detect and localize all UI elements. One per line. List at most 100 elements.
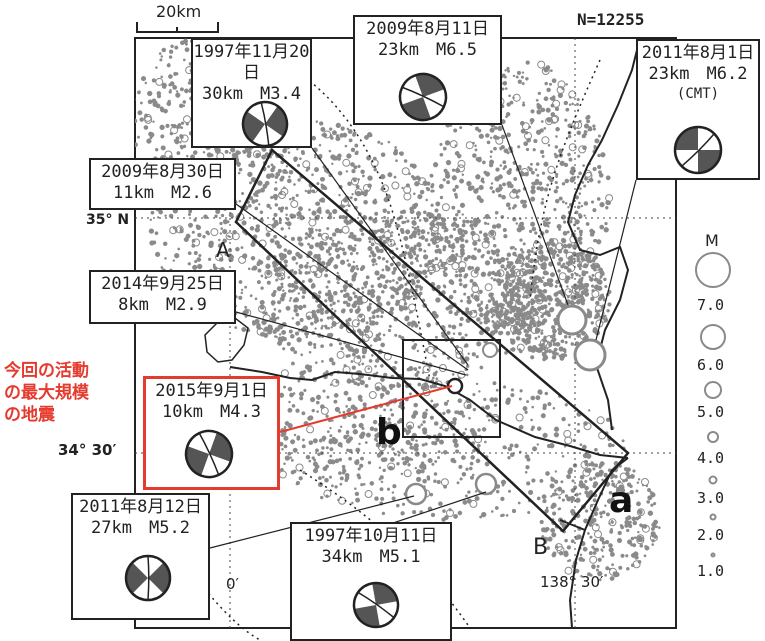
epicenter-dot xyxy=(500,264,505,269)
epicenter-dot xyxy=(504,289,508,292)
epicenter-dot xyxy=(191,230,195,234)
epicenter-dot xyxy=(331,378,340,387)
epicenter-dot xyxy=(460,299,463,303)
epicenter-dot xyxy=(337,429,342,433)
epicenter-dot xyxy=(551,354,557,360)
epicenter-dot xyxy=(452,433,456,437)
epicenter-dot xyxy=(337,441,343,448)
epicenter-dot xyxy=(325,236,329,239)
epicenter-dot xyxy=(564,118,568,122)
epicenter-dot xyxy=(586,467,592,474)
epicenter-dot xyxy=(291,317,295,320)
epicenter-dot xyxy=(275,171,281,177)
epicenter-dot xyxy=(309,396,316,403)
epicenter-dot xyxy=(458,273,463,278)
epicenter-dot xyxy=(400,511,405,516)
epicenter-dot xyxy=(321,232,330,241)
epicenter-dot xyxy=(286,341,291,347)
epicenter-dot xyxy=(339,425,343,429)
epicenter-dot xyxy=(226,220,230,224)
epicenter-dot xyxy=(404,316,410,322)
epicenter-dot xyxy=(238,199,242,203)
epicenter-dot xyxy=(582,453,588,459)
epicenter-dot xyxy=(502,385,507,389)
epicenter-dot xyxy=(371,263,375,267)
epicenter-dot xyxy=(597,134,601,138)
epicenter-dot xyxy=(592,258,596,262)
epicenter-dot xyxy=(519,327,523,331)
epicenter-dot xyxy=(555,242,564,251)
epicenter-dot xyxy=(470,266,475,270)
epicenter-dot xyxy=(565,107,570,112)
epicenter-dot xyxy=(356,473,361,478)
epicenter-dot xyxy=(417,194,423,200)
epicenter-dot xyxy=(137,110,143,116)
epicenter-dot xyxy=(258,326,262,330)
epicenter-dot xyxy=(549,483,555,489)
epicenter-dot xyxy=(563,248,569,254)
epicenter-dot xyxy=(562,262,566,266)
epicenter-dot xyxy=(354,143,359,148)
epicenter-dot xyxy=(443,450,448,455)
epicenter-dot xyxy=(357,164,361,169)
epicenter-dot xyxy=(573,257,576,261)
epicenter-dot xyxy=(285,165,289,168)
epicenter-dot xyxy=(419,463,424,468)
epicenter-dot xyxy=(254,190,260,195)
epicenter-dot xyxy=(558,550,564,556)
epicenter-dot xyxy=(315,228,318,232)
epicenter-dot xyxy=(395,281,399,285)
epicenter-dot xyxy=(347,263,352,267)
epicenter-dot xyxy=(429,173,434,178)
epicenter-dot xyxy=(410,437,415,442)
epicenter-dot xyxy=(553,189,558,194)
epicenter-dot xyxy=(474,270,478,274)
coastline xyxy=(229,366,629,628)
epicenter-dot xyxy=(148,131,154,137)
epicenter-dot xyxy=(301,444,306,449)
epicenter-dot xyxy=(413,443,419,449)
epicenter-dot xyxy=(453,192,458,197)
epicenter-dot xyxy=(442,247,446,252)
epicenter-dot xyxy=(509,190,518,199)
epicenter-dot xyxy=(377,140,381,144)
epicenter-dot xyxy=(422,453,427,458)
epicenter-dot xyxy=(598,469,604,475)
epicenter-dot xyxy=(313,272,318,277)
epicenter-dot xyxy=(637,530,640,534)
epicenter-dot xyxy=(635,489,639,493)
epicenter-dot xyxy=(594,447,598,452)
epicenter-dot xyxy=(314,361,318,365)
epicenter-dot xyxy=(556,253,560,258)
epicenter-dot xyxy=(564,436,573,445)
epicenter-dot xyxy=(608,522,611,525)
epicenter-dot xyxy=(593,481,599,487)
epicenter-dot xyxy=(601,293,604,296)
epicenter-dot xyxy=(283,385,287,389)
epicenter-dot xyxy=(314,242,320,248)
epicenter-dot xyxy=(231,232,240,241)
epicenter-dot xyxy=(328,127,333,131)
epicenter-dot xyxy=(564,201,568,205)
epicenter-dot xyxy=(477,238,481,242)
epicenter-dot xyxy=(536,173,540,177)
epicenter-dot xyxy=(387,439,392,444)
epicenter-dot xyxy=(177,247,181,251)
epicenter-dot xyxy=(578,171,582,176)
epicenter-dot xyxy=(486,250,491,255)
epicenter-dot xyxy=(636,501,641,507)
epicenter-dot xyxy=(489,330,496,336)
epicenter-dot xyxy=(452,438,458,444)
epicenter-dot xyxy=(487,299,492,303)
epicenter-dot xyxy=(404,458,410,464)
epicenter-dot xyxy=(416,228,421,233)
epicenter-dot xyxy=(414,296,418,300)
epicenter-dot xyxy=(445,306,450,311)
epicenter-dot xyxy=(592,208,597,213)
epicenter-dot xyxy=(137,90,141,95)
epicenter-dot xyxy=(463,292,467,296)
epicenter-dot xyxy=(522,406,528,411)
event-depth-magnitude: 8km M2.9 xyxy=(118,295,207,315)
epicenter-dot xyxy=(342,300,347,305)
epicenter-dot xyxy=(397,450,400,454)
